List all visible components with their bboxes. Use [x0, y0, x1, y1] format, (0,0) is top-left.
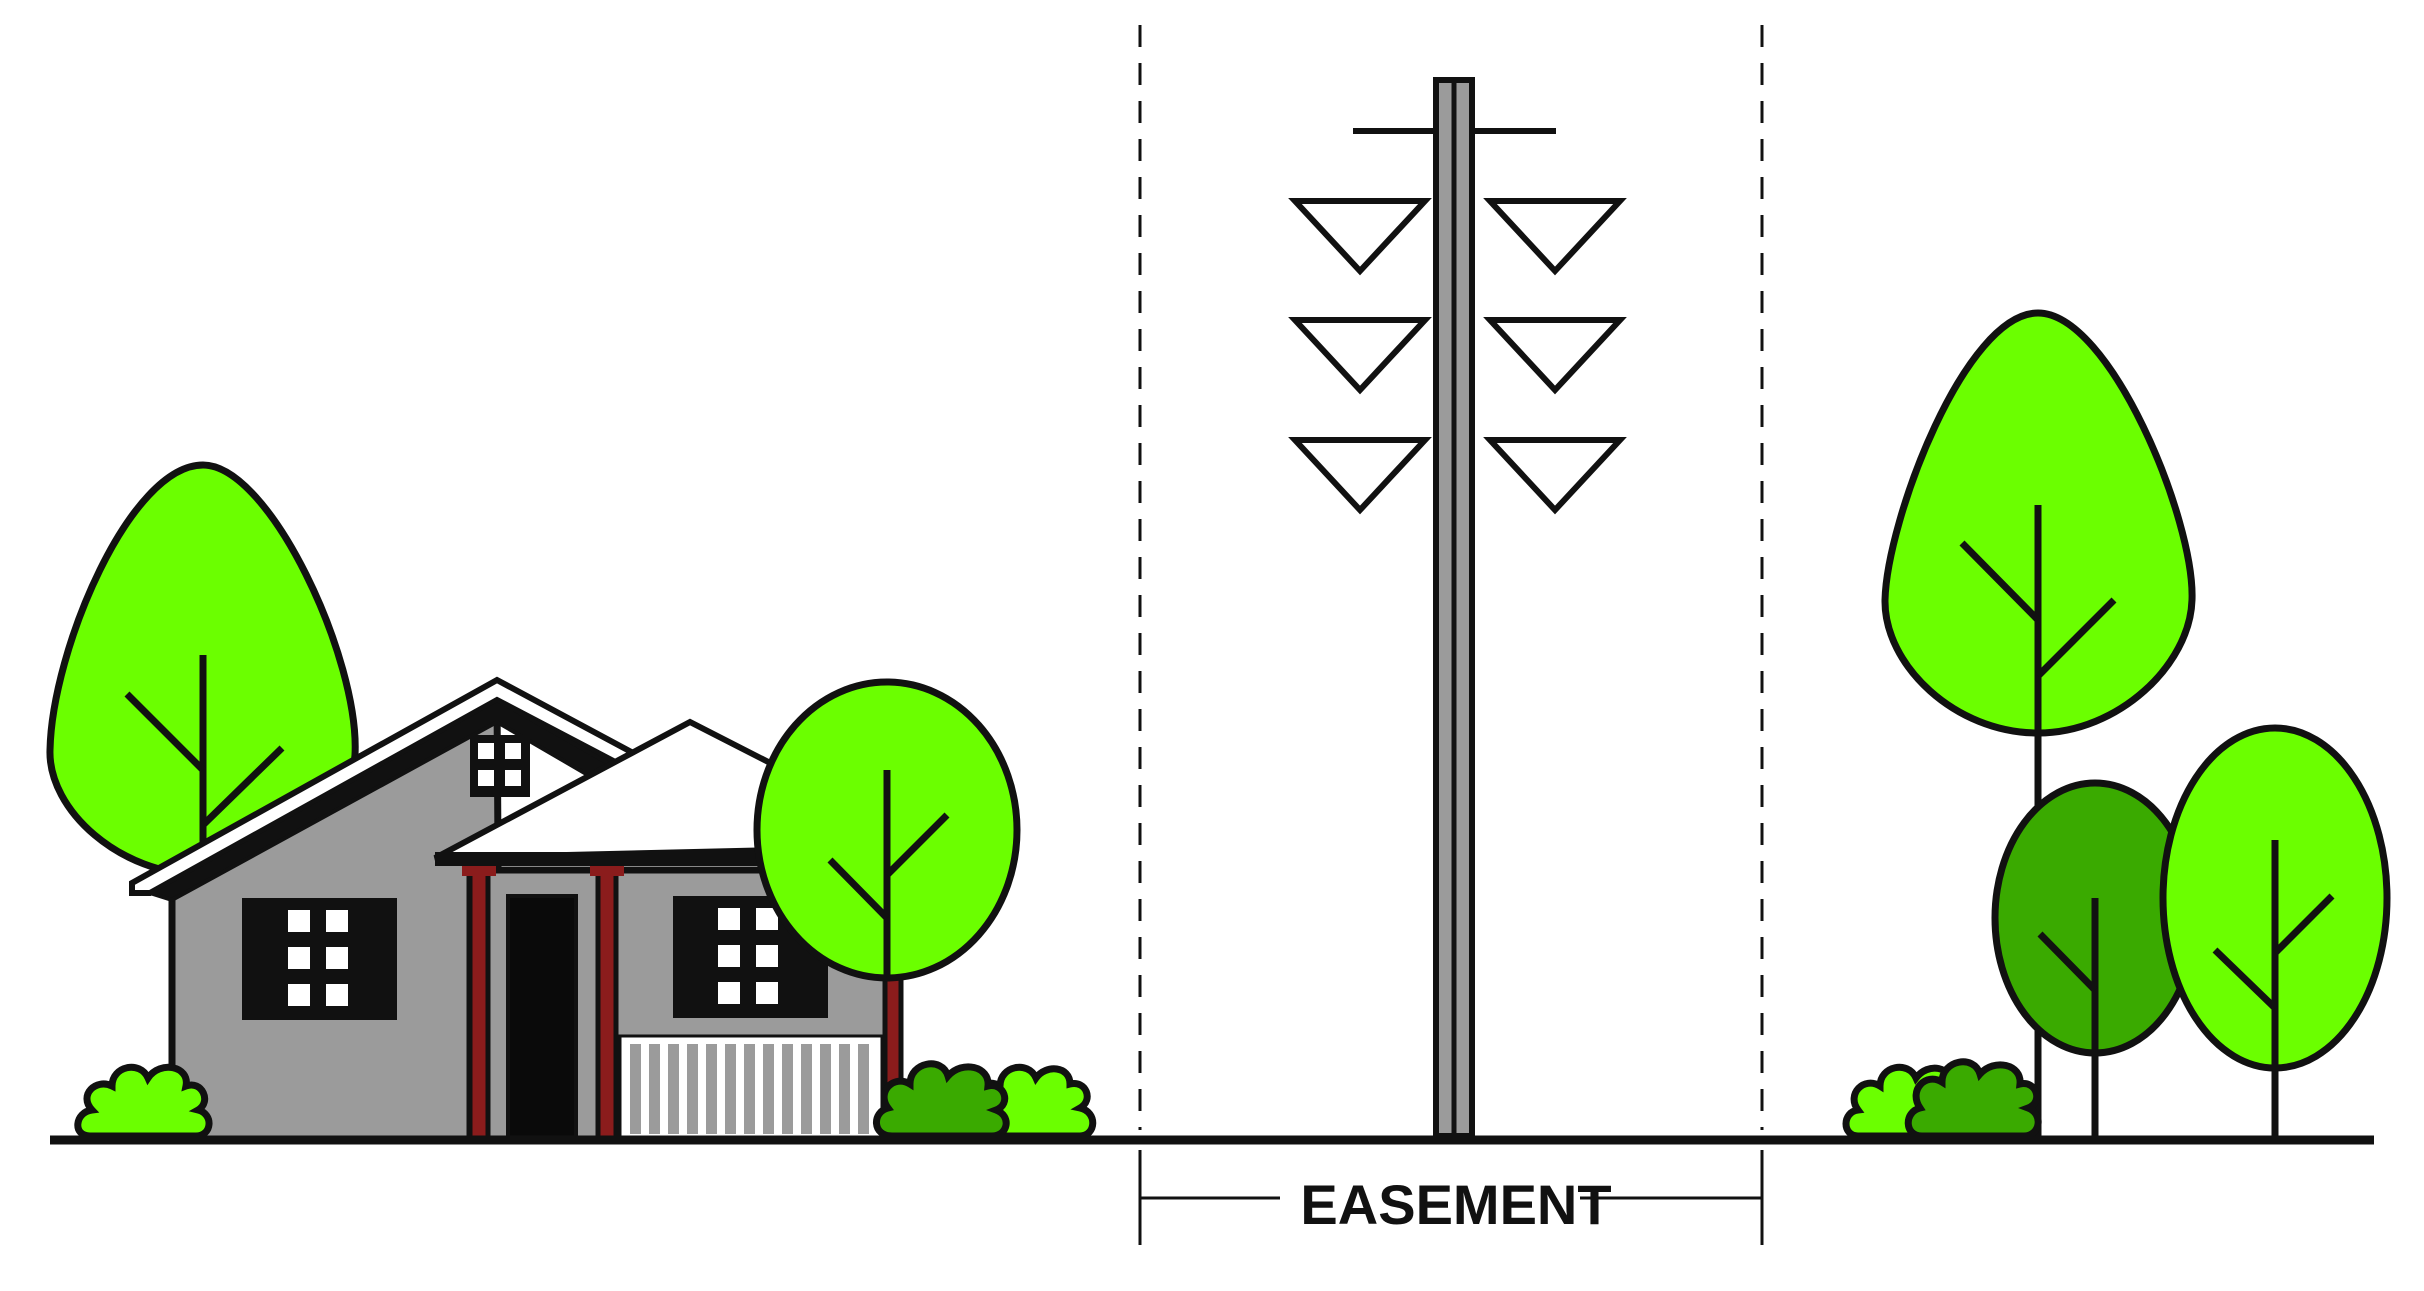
- attic-window: [470, 735, 530, 797]
- insulator-arm: [1483, 317, 1627, 395]
- front-door: [506, 894, 578, 1142]
- railing-slat: [687, 1044, 698, 1134]
- insulator-arm: [1483, 437, 1627, 515]
- porch-post: [467, 863, 491, 1143]
- electric-transmission-tower: [1288, 77, 1627, 1139]
- window-left: [242, 898, 397, 1020]
- shrub: [74, 1063, 213, 1140]
- railing-slat: [839, 1044, 850, 1134]
- railing-slat: [820, 1044, 831, 1134]
- insulator-arm: [1288, 437, 1432, 515]
- window-right: [673, 896, 828, 1018]
- insulator-arm: [1288, 317, 1432, 395]
- railing-slat: [782, 1044, 793, 1134]
- tree-house-right: [753, 678, 1021, 982]
- insulator-arm: [1483, 198, 1627, 276]
- railing-slat: [763, 1044, 774, 1134]
- railing-slat: [744, 1044, 755, 1134]
- railing-slat: [706, 1044, 717, 1134]
- railing-slat: [630, 1044, 641, 1134]
- porch-post: [595, 863, 619, 1143]
- shrub: [1904, 1058, 2042, 1140]
- railing-slat: [668, 1044, 679, 1134]
- railing-slat: [649, 1044, 660, 1134]
- easement-dimension: EASEMENT: [1138, 1150, 1764, 1245]
- shrub: [873, 1060, 1010, 1140]
- tree-right-front: [2159, 724, 2391, 1140]
- porch-railing: [618, 1034, 884, 1142]
- railing-slat: [801, 1044, 812, 1134]
- insulator-arm: [1288, 198, 1432, 276]
- railing-slat: [725, 1044, 736, 1134]
- easement-label: EASEMENT: [1300, 1173, 1611, 1236]
- easement-boundary-lines: [1138, 25, 1764, 1130]
- railing-slat: [858, 1044, 869, 1134]
